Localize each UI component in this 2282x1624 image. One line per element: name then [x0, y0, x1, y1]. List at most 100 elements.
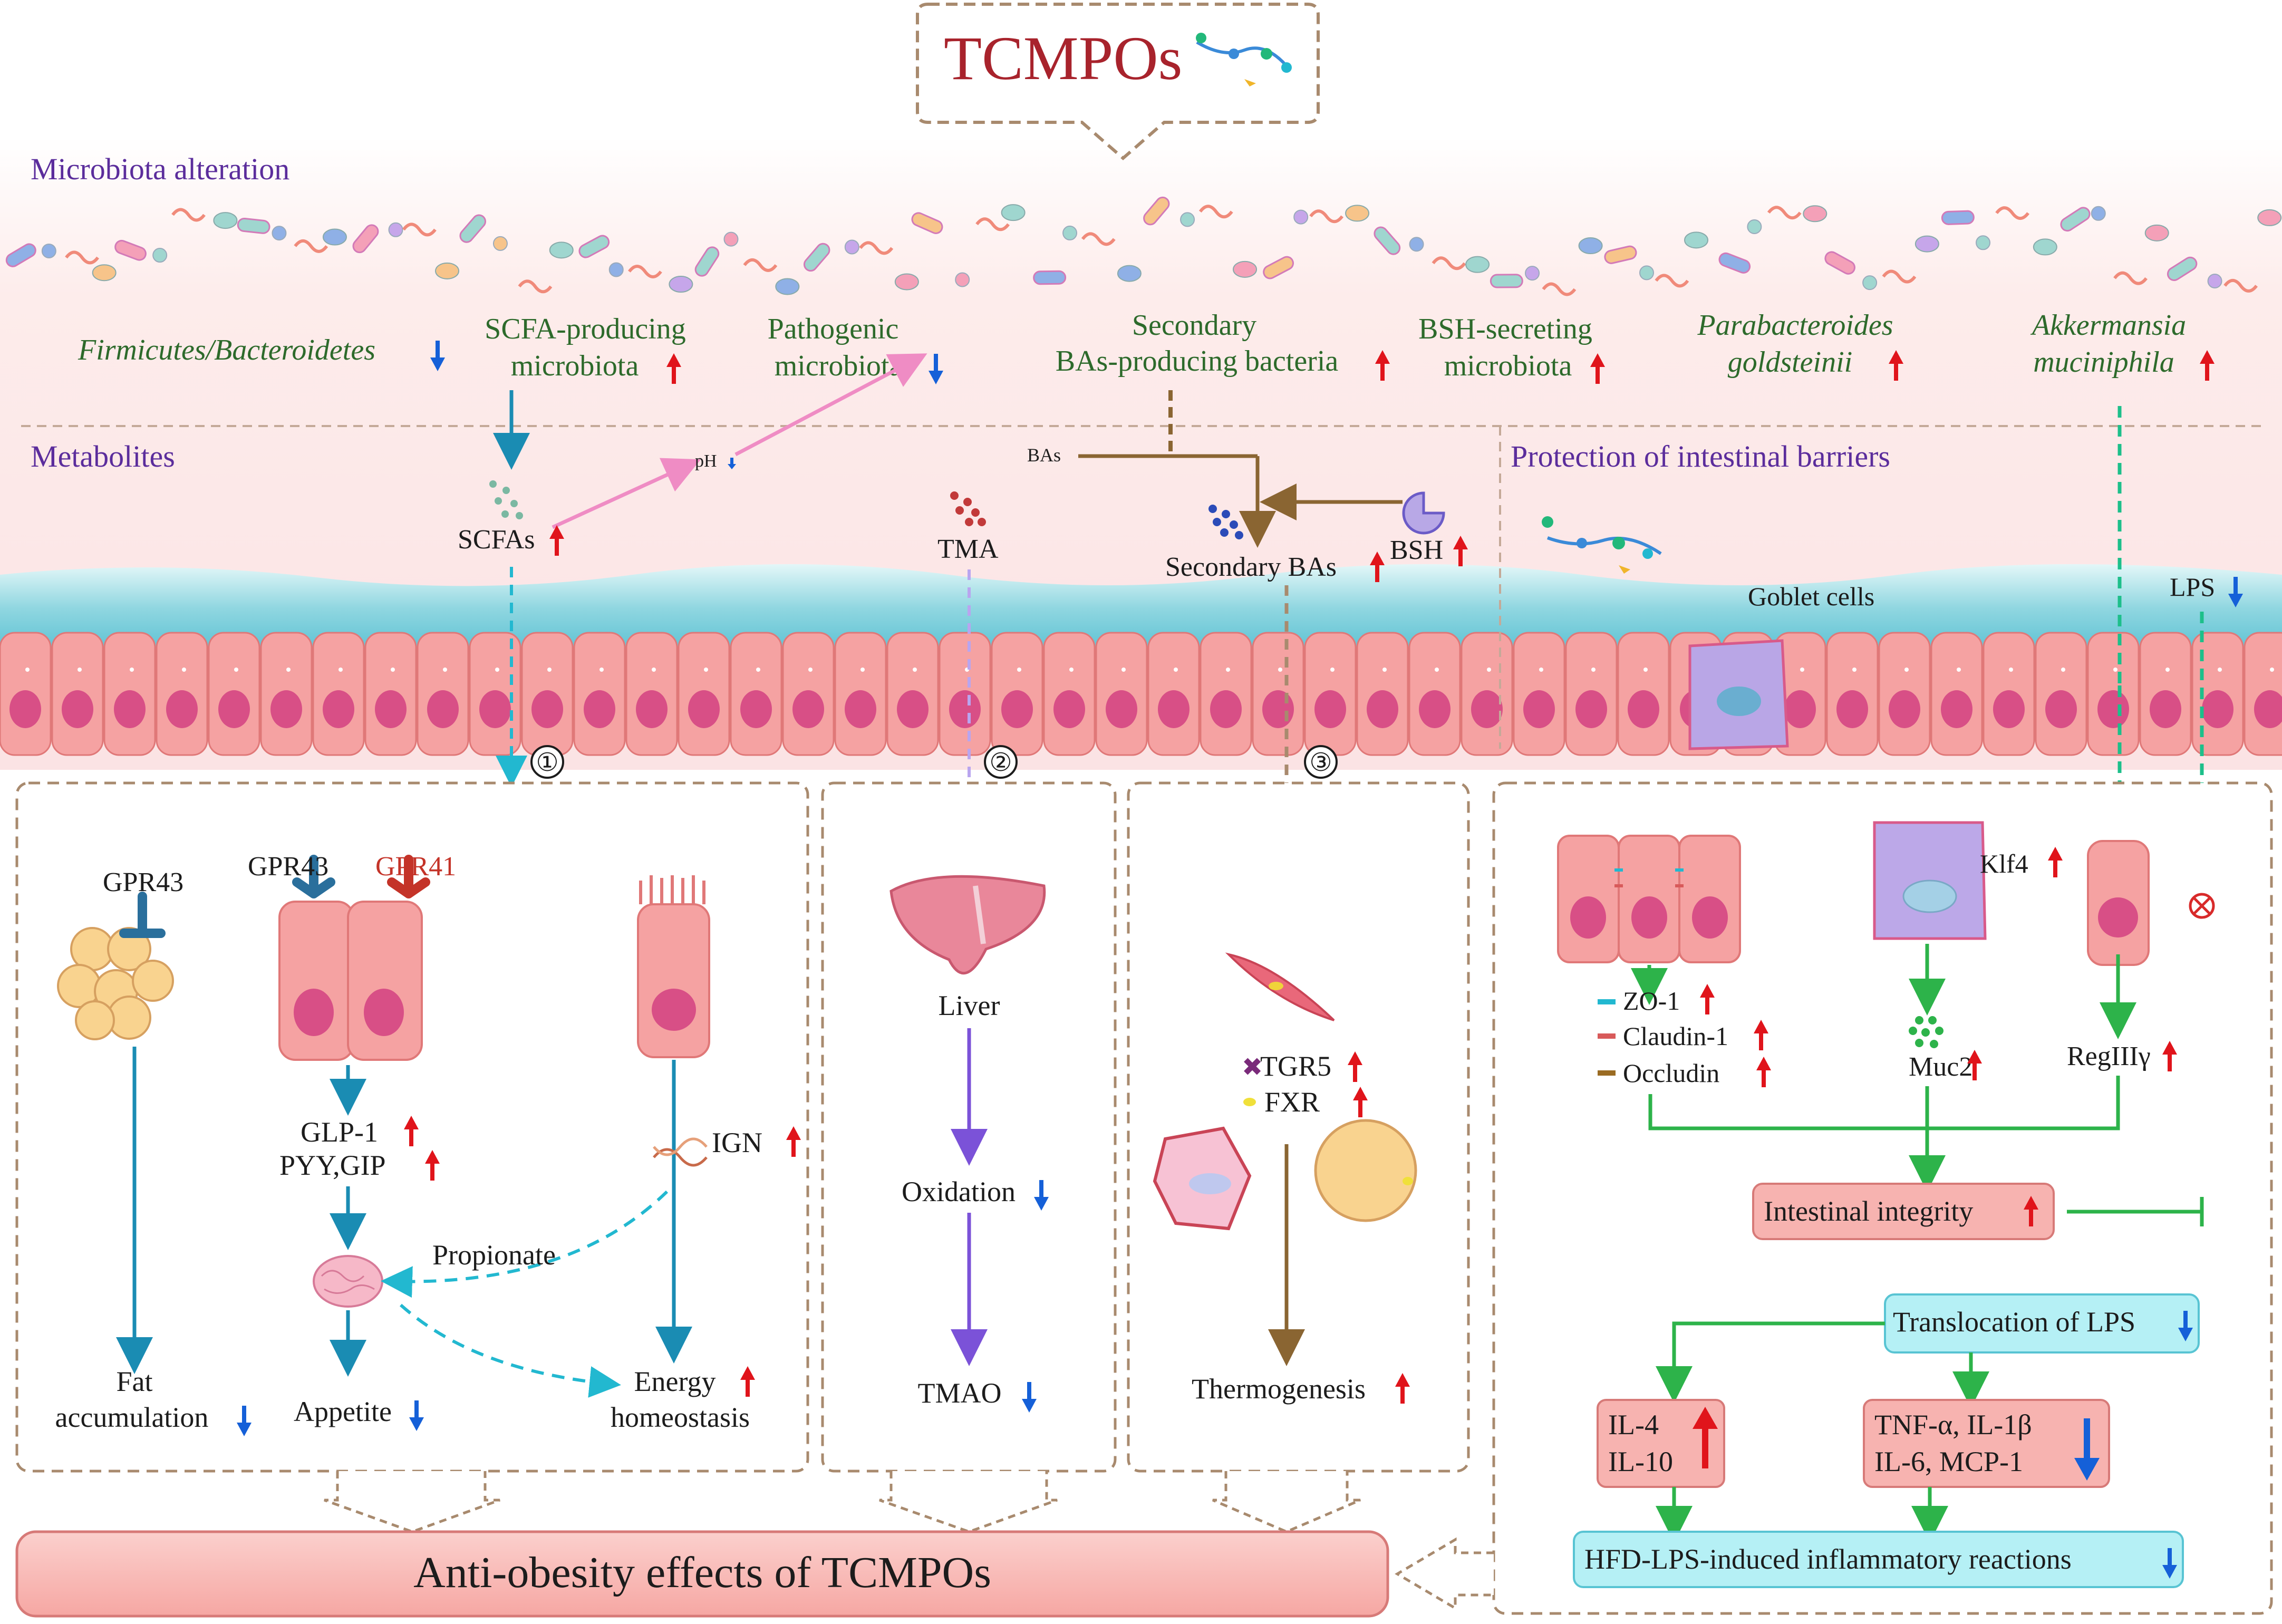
epithelial-cell [1826, 632, 1879, 756]
bacterium-icon [1604, 245, 1637, 264]
epithelial-cell [834, 632, 887, 756]
bacillus-icon [894, 273, 919, 291]
epithelial-cell [417, 632, 469, 756]
epithelial-cell [625, 632, 678, 756]
inflammation-box [1573, 1531, 2184, 1588]
epithelial-cell [1461, 632, 1513, 756]
label-fxr: FXR [1264, 1086, 1320, 1118]
bacillus-icon [435, 262, 460, 279]
label-fat-1: Fat [116, 1366, 152, 1397]
epithelial-cell [991, 632, 1043, 756]
down-arrow-large [2074, 1418, 2100, 1481]
coccus-icon [1062, 225, 1078, 240]
label-secondary-bas: Secondary BAs [1165, 552, 1337, 582]
panel-tma: Liver Oxidation TMAO [821, 781, 1117, 1473]
metabolite-pathways [493, 353, 2122, 685]
label-bsh: BSH [1390, 535, 1443, 565]
bacillus-icon [669, 276, 693, 293]
bacterium-icon [5, 243, 36, 267]
spirillum-icon [1081, 232, 1116, 246]
footer-title: Anti-obesity effects of TCMPOs [413, 1548, 991, 1597]
label-propionate: Propionate [432, 1239, 556, 1271]
integrity-box [1752, 1183, 2055, 1240]
marker-2: ② [989, 749, 1012, 777]
enteroendocrine-cells-icon [278, 901, 423, 1061]
intestinal-cell-icon [637, 875, 710, 1058]
coccus-icon [1747, 219, 1762, 235]
spirillum-icon [402, 223, 437, 237]
spirillum-icon [2223, 278, 2258, 293]
title-box: TCMPOs [916, 3, 1320, 160]
spirillum-icon [518, 279, 553, 294]
goblet-cell-icon [1873, 821, 1987, 940]
bacillus-icon [1803, 205, 1827, 223]
bacillus-icon [1117, 265, 1142, 282]
occludin-legend-swatch [1598, 1070, 1616, 1076]
coccus-icon [492, 236, 508, 251]
bacillus-icon [1914, 235, 1939, 253]
label-bsh-1: BSH-secreting [1418, 313, 1592, 345]
label-zo1: ZO-1 [1623, 986, 1680, 1016]
label-parab-1: Parabacteroides [1697, 309, 1893, 342]
bacillus-icon [1684, 231, 1709, 249]
label-tmao: TMAO [918, 1377, 1002, 1409]
label-appetite: Appetite [294, 1396, 392, 1427]
coccus-icon [1976, 235, 1991, 250]
coccus-icon [723, 231, 739, 247]
bacterium-icon [1490, 274, 1523, 288]
polysaccharide-icon [1196, 33, 1292, 86]
bacterium-icon [237, 217, 270, 234]
bacillus-icon [1233, 260, 1258, 278]
bacillus-icon [213, 212, 238, 229]
epithelial-cell [782, 632, 835, 756]
epithelial-cell [1408, 632, 1461, 756]
epithelial-cell [1930, 632, 1983, 756]
scfa-molecules-icon [489, 480, 523, 519]
coccus-icon [844, 239, 859, 255]
tight-junction-cells-icon [1557, 835, 1741, 963]
bacterium-icon [1718, 252, 1751, 274]
label-glp1: GLP-1 [301, 1116, 378, 1148]
label-patho-1: Pathogenic [768, 313, 899, 345]
liver-icon [889, 875, 1046, 975]
bacterium-icon [803, 243, 830, 272]
spirillum-icon [975, 217, 1010, 231]
intestinal-epithelium [0, 632, 2282, 756]
label-fat-2: accumulation [55, 1401, 209, 1433]
spirillum-icon [171, 208, 206, 222]
tgr5-marker: ✖ [1242, 1053, 1263, 1081]
bacillus-icon [1465, 256, 1490, 273]
coccus-icon [1409, 237, 1424, 252]
bacillus-icon [1001, 204, 1026, 221]
label-firmicutes: Firmicutes/Bacteroidetes [78, 334, 375, 366]
label-gpr41: GPR41 [375, 852, 456, 882]
epithelial-cell [939, 632, 991, 756]
bacillus-icon [2257, 209, 2282, 226]
dna-icon [653, 1137, 708, 1167]
label-gpr43-b: GPR43 [248, 852, 328, 882]
mucus-layer [0, 564, 2282, 654]
gpr43-receptor-icon [292, 855, 335, 898]
epithelial-cell [0, 632, 52, 756]
epithelial-cell [1043, 632, 1096, 756]
coccus-icon [955, 272, 970, 287]
bacterium-icon [2167, 256, 2198, 282]
label-gpr43: GPR43 [103, 867, 183, 897]
label-goblet-cells: Goblet cells [1748, 582, 1874, 611]
label-energy-1: Energy [634, 1366, 716, 1397]
microbe-labels: Firmicutes/Bacteroidetes SCFA-producing … [78, 309, 2215, 384]
secondary-ba-molecules-icon [1208, 505, 1243, 539]
footer-box [15, 1530, 1389, 1618]
epithelial-cell [573, 632, 626, 756]
bacterium-icon [1033, 270, 1067, 285]
label-lps: LPS [2170, 572, 2215, 602]
epithelial-cell [678, 632, 730, 756]
bacillus-icon [2033, 238, 2057, 256]
epithelial-cell [886, 632, 939, 756]
footer-connectors [324, 1471, 1494, 1611]
label-muc2: Muc2 [1909, 1052, 1972, 1082]
epithelial-cell [1983, 632, 2035, 756]
spirillum-icon [1655, 274, 1689, 288]
label-oxidation: Oxidation [902, 1176, 1016, 1207]
bacterium-icon [694, 246, 720, 277]
